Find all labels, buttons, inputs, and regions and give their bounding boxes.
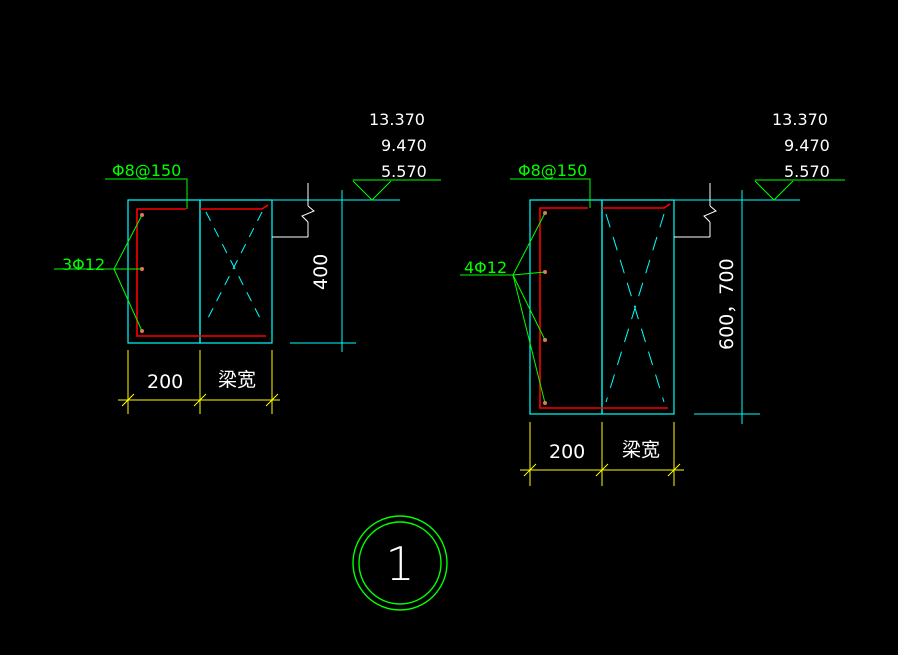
left-elevation-3: 5.570 <box>381 162 427 181</box>
right-elevation-3: 5.570 <box>784 162 830 181</box>
left-beam-width-label: 梁宽 <box>218 369 256 391</box>
left-rebar-leader-a <box>113 214 143 270</box>
right-beam-dash-3 <box>605 213 665 403</box>
right-elevation-1: 13.370 <box>772 110 828 129</box>
left-height-dim: 400 <box>310 254 332 290</box>
right-break-symbol <box>703 205 717 223</box>
right-width-tick-3 <box>667 463 681 477</box>
left-stirrup-leader <box>105 178 188 209</box>
left-elevation-1: 13.370 <box>369 110 425 129</box>
left-section: 3Φ12 Φ8@150 13.370 9.470 5.570 400 200 梁… <box>54 110 441 414</box>
left-rebar-label: 3Φ12 <box>62 255 105 274</box>
right-stirrup-leader <box>510 178 591 208</box>
right-stirrup <box>539 207 668 409</box>
right-stirrup-label: Φ8@150 <box>518 161 587 180</box>
right-width-dim: 200 <box>549 441 585 463</box>
right-stirrup-top <box>602 203 671 209</box>
left-stirrup <box>136 208 266 337</box>
left-rebar-leader-c <box>113 268 143 332</box>
right-rebar-leader-d <box>512 274 546 404</box>
left-beam-dash-3 <box>205 211 263 323</box>
right-rebar-label: 4Φ12 <box>464 258 507 277</box>
left-width-tick-3 <box>265 393 279 407</box>
left-width-tick-1 <box>121 393 135 407</box>
detail-marker-inner-circle <box>358 521 442 605</box>
left-stirrup-label: Φ8@150 <box>112 161 181 180</box>
right-rebar-leader-b <box>512 271 546 276</box>
left-elevation-2: 9.470 <box>381 136 427 155</box>
left-width-dim: 200 <box>147 371 183 393</box>
right-rebar-leader-c <box>512 274 546 341</box>
right-rebar-leader-a <box>512 212 546 276</box>
right-height-dim: 600，700 <box>716 258 738 350</box>
right-section: 4Φ12 Φ8@150 13.370 9.470 5.570 600，700 2… <box>460 110 845 486</box>
left-elevation-triangle <box>352 180 392 201</box>
right-width-tick-2 <box>595 463 609 477</box>
detail-marker-outer-circle <box>352 515 448 611</box>
right-elevation-triangle <box>754 180 794 201</box>
right-beam-outline <box>601 199 675 415</box>
left-width-tick-2 <box>193 393 207 407</box>
left-stirrup-top <box>200 204 269 210</box>
detail-marker-number: 1 <box>385 537 414 591</box>
right-elevation-2: 9.470 <box>784 136 830 155</box>
left-beam-outline <box>199 199 273 344</box>
right-beam-width-label: 梁宽 <box>622 439 660 461</box>
left-break-symbol <box>301 205 315 223</box>
detail-marker: 1 <box>352 515 448 611</box>
right-width-tick-1 <box>523 463 537 477</box>
